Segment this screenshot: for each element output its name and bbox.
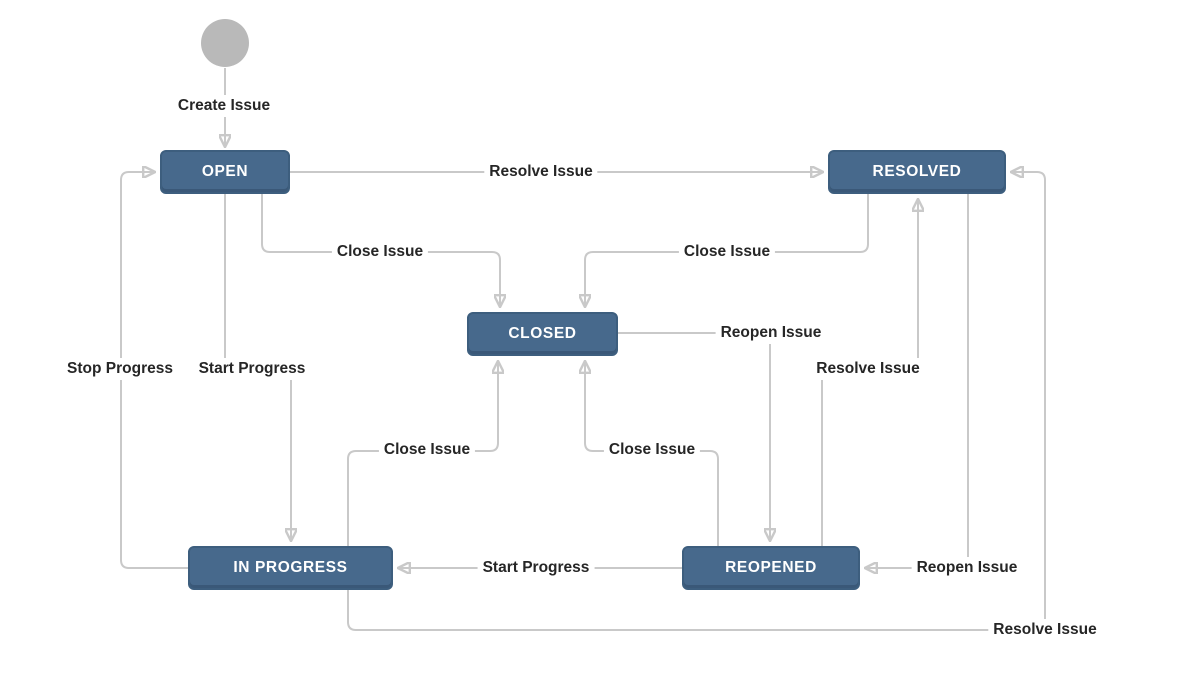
transition-label-reopen-issue-resolved-reopened[interactable]: Reopen Issue	[911, 557, 1023, 579]
node-open[interactable]: OPEN	[160, 150, 290, 194]
transition-label-resolve-issue-in-progress-resolved[interactable]: Resolve Issue	[988, 619, 1102, 641]
node-reopened[interactable]: REOPENED	[682, 546, 860, 590]
transition-label-start-progress-reopened-in-progress[interactable]: Start Progress	[477, 557, 595, 579]
transition-label-start-progress-open-in-progress[interactable]: Start Progress	[193, 358, 311, 380]
connector-closed-to-reopened	[618, 332, 770, 540]
node-resolved[interactable]: RESOLVED	[828, 150, 1006, 194]
transition-label-close-issue-open-closed[interactable]: Close Issue	[331, 241, 429, 263]
transition-label-create-issue[interactable]: Create Issue	[172, 95, 276, 117]
transition-label-close-issue-resolved-closed[interactable]: Close Issue	[678, 241, 776, 263]
transition-label-resolve-issue-open-resolved[interactable]: Resolve Issue	[484, 161, 598, 183]
transition-label-reopen-issue-closed-reopened[interactable]: Reopen Issue	[715, 322, 827, 344]
transition-label-resolve-issue-reopened-resolved[interactable]: Resolve Issue	[811, 358, 925, 380]
node-in-progress[interactable]: IN PROGRESS	[188, 546, 393, 590]
transition-label-stop-progress[interactable]: Stop Progress	[62, 358, 178, 380]
start-node-circle[interactable]	[201, 19, 249, 67]
transition-label-close-issue-in-progress-closed[interactable]: Close Issue	[378, 439, 476, 461]
node-closed[interactable]: CLOSED	[467, 312, 618, 356]
transition-label-close-issue-reopened-closed[interactable]: Close Issue	[603, 439, 701, 461]
